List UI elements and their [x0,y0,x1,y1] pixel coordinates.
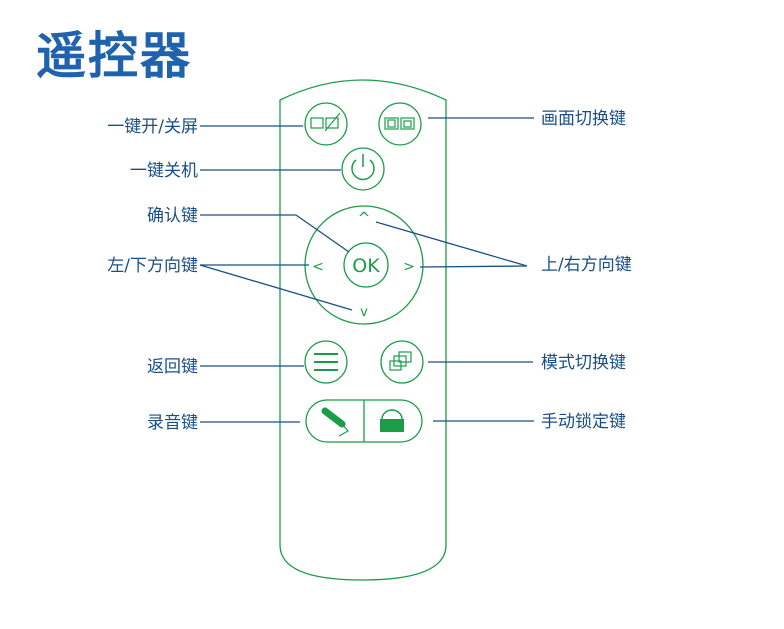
switch-view-icon [384,117,415,130]
windows-icon [389,351,412,371]
label-power-off: 一键关机 [130,161,198,181]
leader-right [419,265,528,268]
lock-icon [380,409,404,432]
label-manual-lock: 手动锁定键 [541,412,626,432]
label-up-right: 上/右方向键 [541,255,632,275]
mode-switch-button[interactable] [380,340,424,384]
microphone-icon [321,407,349,437]
menu-icon [314,353,338,371]
label-mode-switch: 模式切换键 [541,353,626,373]
record-button[interactable] [321,407,349,437]
dpad-right-button[interactable]: > [403,259,415,275]
label-left-down: 左/下方向键 [107,256,198,276]
manual-lock-button[interactable] [380,409,404,432]
ok-button[interactable]: OK [343,242,389,288]
dpad-up-button[interactable]: ^ [358,209,371,227]
dpad-left-button[interactable]: < [312,259,324,275]
dpad-down-button[interactable]: v [360,305,368,320]
ok-button-label: OK [352,255,380,277]
power-icon [351,154,375,181]
leader-down [199,264,353,311]
label-record: 录音键 [147,413,198,433]
label-screen-toggle: 一键开/关屏 [107,117,198,137]
label-switch-view: 画面切换键 [541,109,626,129]
label-back: 返回键 [147,357,198,377]
remote-body [279,79,447,581]
switch-view-button[interactable] [378,102,422,146]
page-title: 遥控器 [36,27,192,85]
leader-up [375,221,528,267]
back-button[interactable] [304,340,348,384]
power-button[interactable] [341,147,385,191]
screen-toggle-button[interactable] [304,102,348,146]
label-confirm: 确认键 [147,206,198,226]
screen-toggle-icon [310,112,341,132]
leader-confirm-diag [295,214,350,253]
